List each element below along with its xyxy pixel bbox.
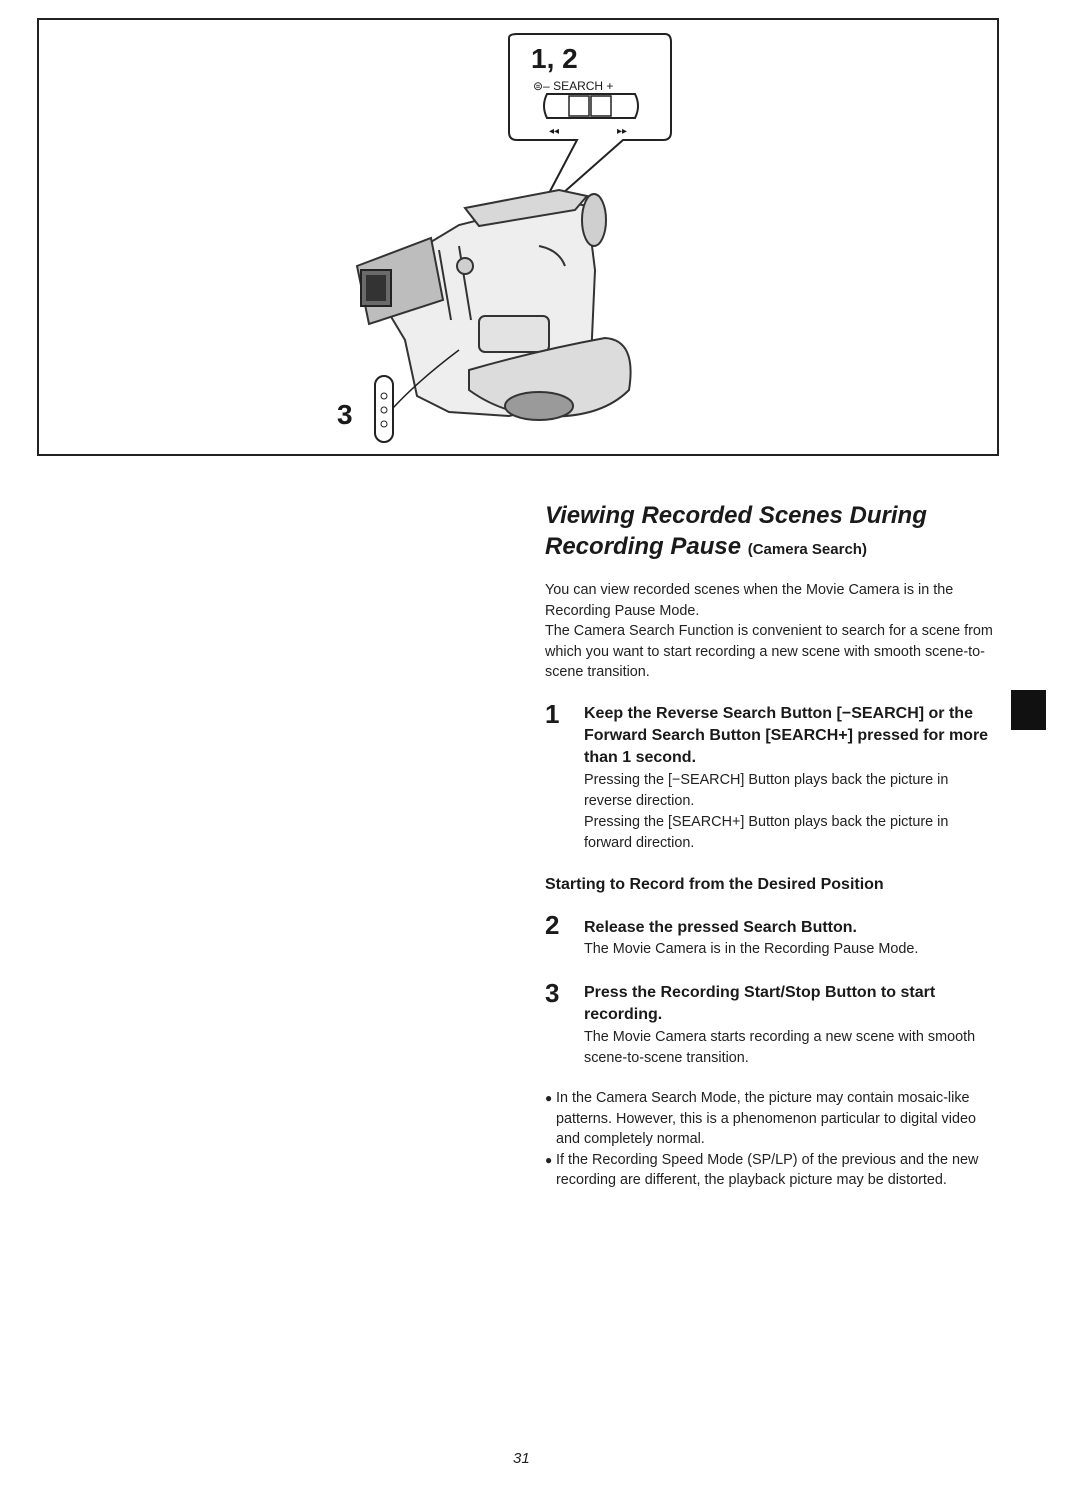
note-text: In the Camera Search Mode, the picture m…: [556, 1090, 976, 1148]
illustration-frame: 1, 2 ⊜– SEARCH + ◂◂ ▸▸: [37, 18, 999, 456]
desired-position-subheading: Starting to Record from the Desired Posi…: [545, 876, 884, 893]
camera-illustration: 1, 2 ⊜– SEARCH + ◂◂ ▸▸: [337, 33, 672, 443]
page-number: 31: [513, 1450, 530, 1467]
section-tab-marker: [1011, 690, 1046, 730]
note-item: ● In the Camera Search Mode, the picture…: [545, 1088, 1000, 1150]
step-3-number: 3: [545, 978, 560, 1008]
rewind-icon: ◂◂: [549, 126, 559, 137]
step-1-body-2: Pressing the [SEARCH+] Button plays back…: [584, 814, 949, 851]
step-2-heading: Release the pressed Search Button.: [584, 919, 857, 936]
bullet-icon: ●: [545, 1152, 553, 1167]
record-button-label: 3: [337, 399, 353, 430]
bullet-icon: ●: [545, 1091, 553, 1105]
step-3-body-1: The Movie Camera starts recording a new …: [584, 1029, 976, 1066]
step-2-number: 2: [545, 910, 560, 940]
notes-list: ● In the Camera Search Mode, the picture…: [545, 1088, 1000, 1191]
section-title-line2: Recording Pause: [545, 533, 742, 560]
fast-forward-icon: ▸▸: [617, 126, 627, 137]
section-title: Viewing Recorded Scenes During Recording…: [545, 500, 1015, 565]
section-title-line1: Viewing Recorded Scenes During: [545, 502, 927, 529]
intro-paragraph-2: The Camera Search Function is convenient…: [545, 623, 993, 681]
intro-paragraph-1: You can view recorded scenes when the Mo…: [545, 582, 954, 619]
search-label: ⊜– SEARCH +: [533, 79, 613, 93]
step-2-body-1: The Movie Camera is in the Recording Pau…: [584, 941, 919, 957]
callout-bubble: [508, 33, 672, 217]
search-rocker-icon: [543, 93, 639, 119]
step-3-heading: Press the Recording Start/Stop Button to…: [584, 984, 936, 1023]
camcorder-icon: [355, 188, 632, 421]
section-title-suffix: (Camera Search): [747, 541, 867, 558]
note-item: ● If the Recording Speed Mode (SP/LP) of…: [545, 1150, 1000, 1191]
step-1-heading: Keep the Reverse Search Button [−SEARCH]…: [584, 705, 989, 766]
step-1-body-1: Pressing the [−SEARCH] Button plays back…: [584, 772, 949, 809]
callout-label: 1, 2: [531, 43, 578, 74]
record-button-icon: [374, 375, 394, 443]
note-text: If the Recording Speed Mode (SP/LP) of t…: [556, 1151, 979, 1189]
step-1-number: 1: [545, 699, 560, 729]
